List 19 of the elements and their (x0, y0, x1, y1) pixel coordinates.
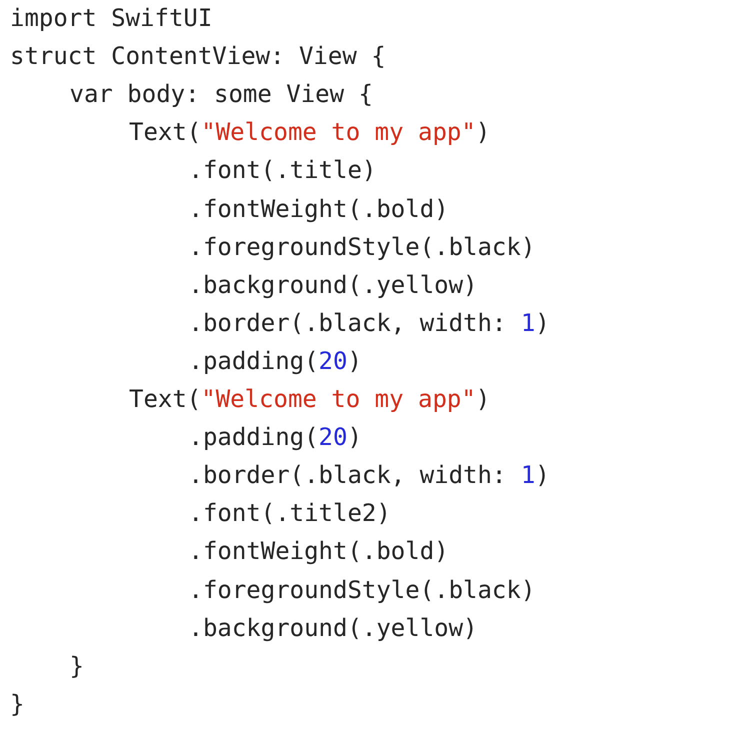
code-line: .foregroundStyle(.black) (188, 574, 536, 604)
code-line: .font(.title2) (188, 498, 391, 528)
code-line: var body: some View { (70, 79, 373, 110)
code-line: struct ContentView: View { (10, 41, 386, 72)
code-line: import SwiftUI (10, 3, 212, 33)
code-line: .foregroundStyle(.black) (188, 232, 536, 262)
code-line: } (70, 650, 84, 681)
code-line: Text("Welcome to my app") (129, 384, 490, 414)
code-line: .padding(20) (188, 422, 362, 452)
code-line: .background(.yellow) (188, 612, 478, 643)
code-line: .fontWeight(.bold) (188, 536, 449, 566)
code-line: Text("Welcome to my app") (129, 117, 490, 148)
code-line: .padding(20) (188, 346, 362, 376)
code-line: .font(.title) (188, 155, 376, 186)
code-line: .background(.yellow) (188, 270, 478, 300)
code-line: .fontWeight(.bold) (188, 194, 449, 224)
code-line: .border(.black, width: 1) (188, 460, 550, 490)
code-line: } (10, 688, 24, 719)
code-line: .border(.black, width: 1) (188, 308, 550, 338)
